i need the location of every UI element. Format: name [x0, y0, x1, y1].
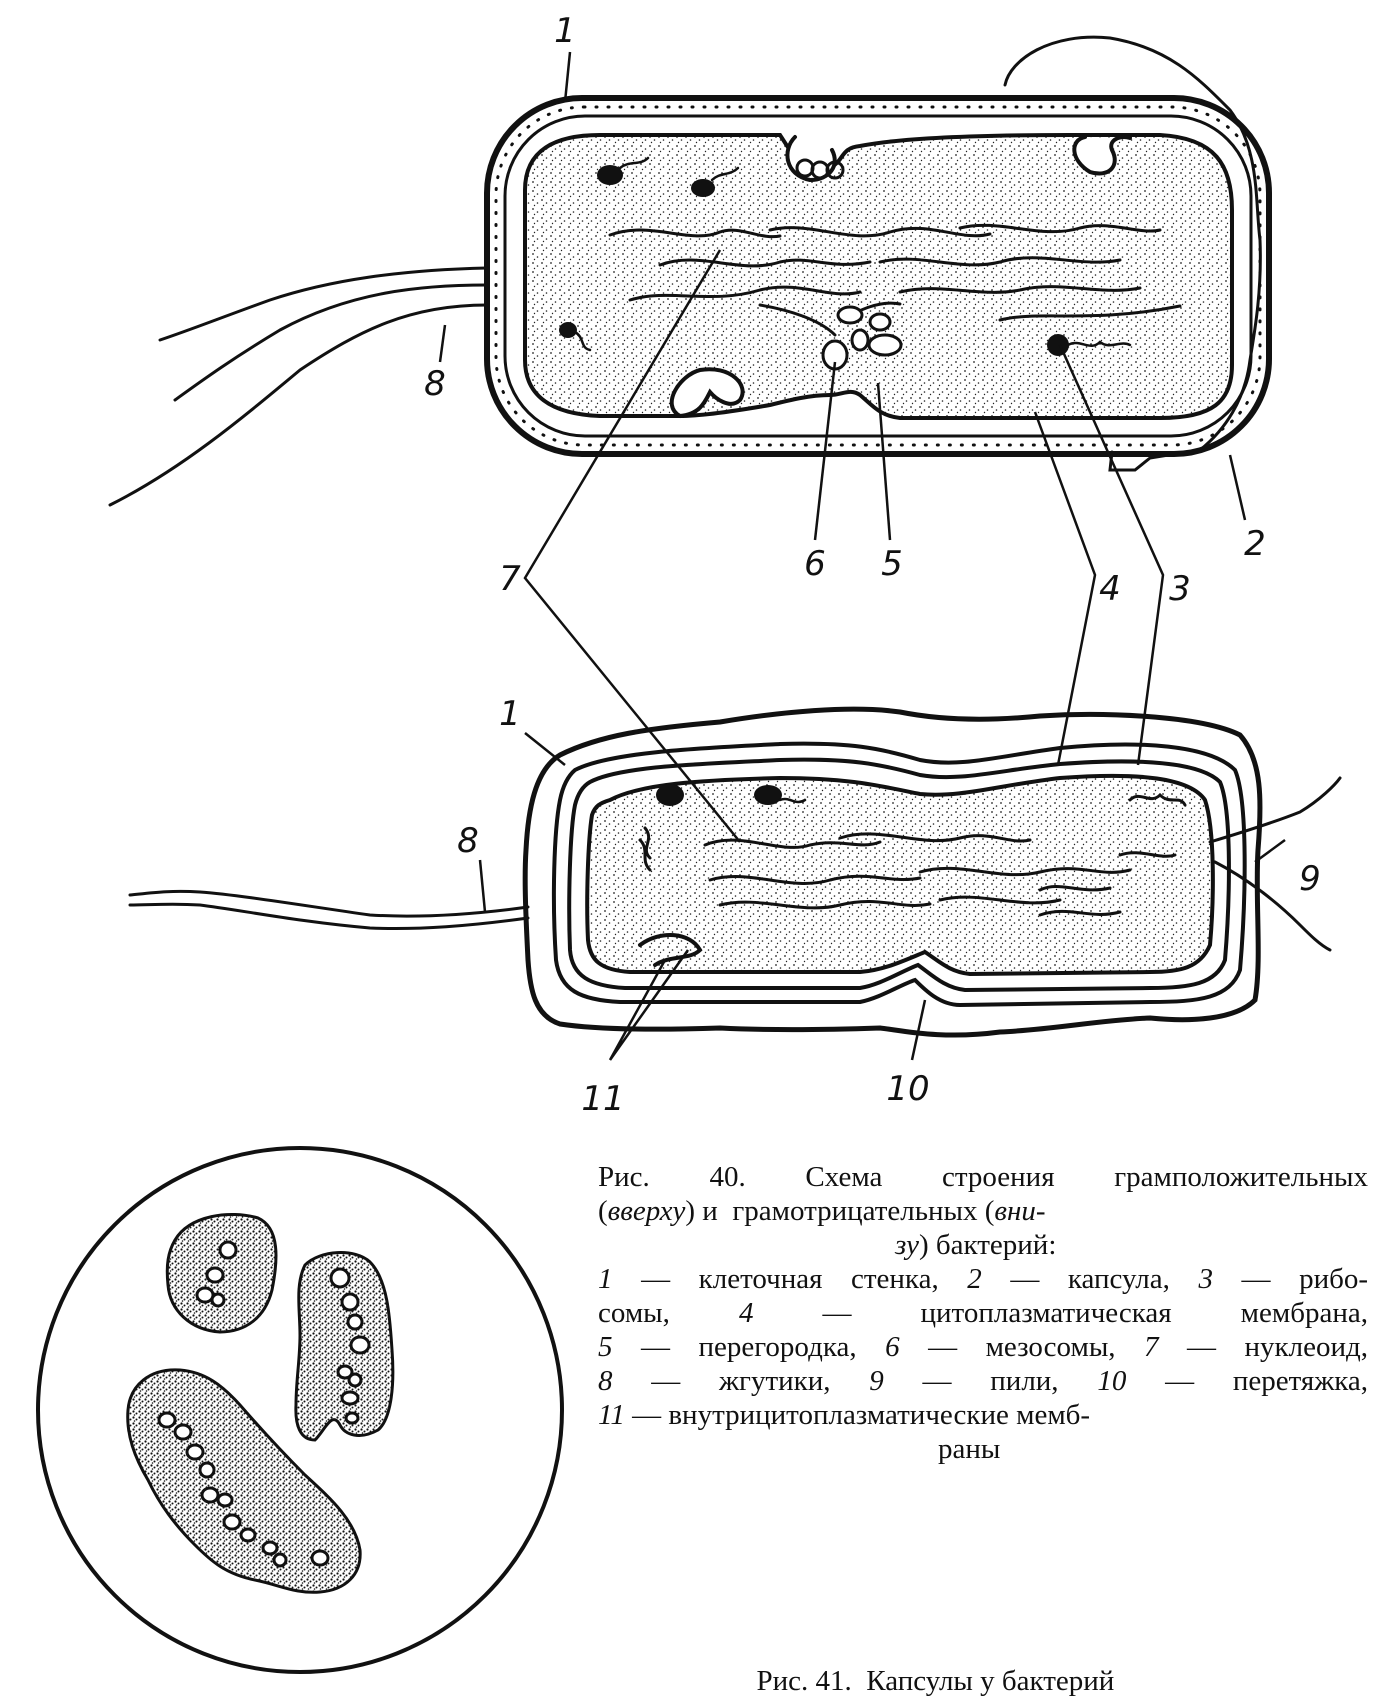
figure40-labels: 1 2 3 4 5 6 7 8 1 8 9 10 11	[424, 11, 1321, 1119]
mesosome	[821, 305, 903, 371]
figure40-caption-legend2: сомы, 4 — цитоплазматическая мембрана,	[598, 1297, 1368, 1329]
leader-lines	[438, 51, 1286, 1061]
figure40-caption-legend3: 5 — перегородка, 6 — мезосомы, 7 — нукле…	[598, 1331, 1368, 1363]
intracytoplasmic-membrane	[638, 932, 703, 967]
cytoplasmic-membrane	[585, 773, 1215, 977]
cell-wall	[484, 95, 1272, 457]
figure40-caption-legend6: раны	[938, 1433, 1001, 1465]
figure40-caption-line3: зу) бактерий:	[895, 1229, 1057, 1261]
label-1-top: 1	[554, 11, 576, 51]
pili	[1208, 776, 1342, 952]
flagellum	[108, 266, 489, 507]
label-8-bottom: 8	[457, 821, 479, 861]
label-6: 6	[804, 544, 826, 584]
label-9: 9	[1299, 859, 1321, 899]
figure40-caption-legend1: 1 — клеточная стенка, 2 — капсула, 3 — р…	[598, 1263, 1369, 1295]
figure40-caption-legend5: 11 — внутрицитоплазматические мемб-	[598, 1399, 1091, 1431]
capsule	[522, 706, 1263, 1038]
nucleoid	[638, 826, 1177, 917]
label-7: 7	[499, 559, 521, 599]
figure41-caption: Рис. 41. Капсулы у бактерий	[756, 1665, 1115, 1697]
label-1-bottom: 1	[499, 694, 521, 734]
gram-negative-bacterium	[128, 706, 1342, 1038]
label-11: 11	[581, 1079, 624, 1119]
flagellum	[128, 889, 530, 918]
capsulated-bacterium	[294, 1251, 395, 1442]
label-10: 10	[886, 1069, 929, 1109]
figure40-caption-legend4: 8 — жгутики, 9 — пили, 10 — перетяжка,	[598, 1365, 1369, 1397]
label-8-top: 8	[424, 364, 446, 404]
label-5: 5	[881, 544, 903, 584]
ribosome	[656, 784, 782, 806]
figure40-caption-line2: (вверху) и грамотрицательных (вни-	[598, 1195, 1046, 1227]
figure40-caption-line1: Рис. 40. Схема строения грамположительны…	[598, 1161, 1369, 1193]
cytoplasmic-membrane	[523, 133, 1234, 420]
label-2: 2	[1244, 524, 1266, 564]
gram-positive-bacterium	[108, 35, 1272, 507]
label-3-top: 3	[1169, 569, 1191, 609]
capsules-micrograph	[36, 1146, 564, 1674]
label-4-top: 4	[1099, 569, 1121, 609]
